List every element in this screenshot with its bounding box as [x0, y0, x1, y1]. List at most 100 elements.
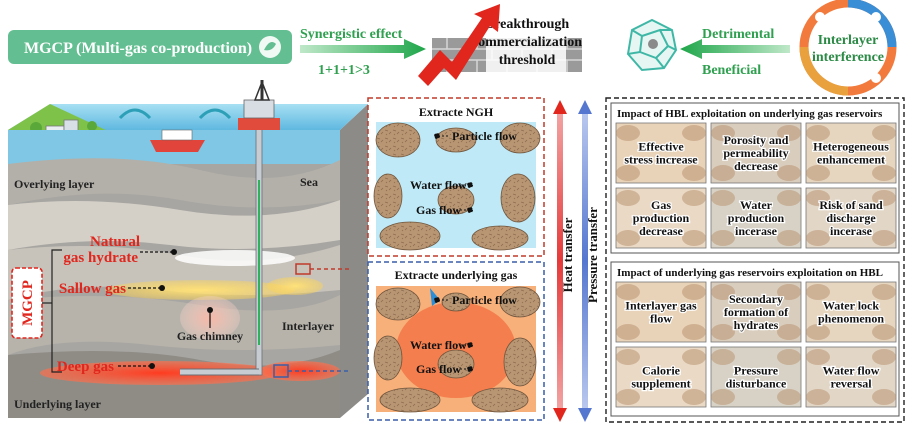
cell-grain [872, 190, 896, 206]
cell-grain [806, 389, 830, 405]
impact-top-title: Impact of HBL exploitation on underlying… [617, 108, 883, 120]
breakthrough-line1: Breakthrough [485, 17, 569, 32]
hbl-impact-cell-label: Water [740, 198, 773, 212]
sea-label: Sea [300, 175, 318, 189]
cell-grain [777, 190, 801, 206]
cell-grain [872, 165, 896, 181]
interference-arrow [680, 39, 790, 59]
cell-grain [616, 324, 640, 340]
cell-grain [777, 284, 801, 300]
cell-grain [682, 284, 706, 300]
impact-bottom-title: Impact of underlying gas reservoirs expl… [617, 267, 883, 279]
beneficial-label: Beneficial [702, 63, 761, 78]
ug-impact-cell-label: Water lock [823, 299, 879, 313]
ug-impact-cell-label: formation of [724, 305, 789, 319]
hbl-impact-cell-label: incerase [735, 224, 778, 238]
cell-grain [806, 165, 830, 181]
synergy-arrow [300, 39, 426, 59]
ug-panel-title: Extracte underlying gas [395, 268, 518, 282]
ngh-particle-flow: Particle flow [452, 129, 517, 143]
cell-grain [872, 230, 896, 246]
synergy-label: Synergistic effect [300, 27, 403, 42]
ug-impact-cell-label: Interlayer gas [625, 299, 697, 313]
cell-grain [616, 284, 640, 300]
cell-grain [872, 349, 896, 365]
brick-wall [432, 14, 582, 76]
cell-grain [711, 165, 735, 181]
interference-line2: interference [812, 50, 884, 65]
ngh-label-line2: gas hydrate [63, 250, 138, 266]
cell-grain [711, 324, 735, 340]
sallow-gas-label: Sallow gas [59, 281, 126, 297]
cell-grain [616, 389, 640, 405]
pressure-transfer-label: Pressure transfer [585, 207, 600, 303]
cell-grain [711, 230, 735, 246]
ug-impact-cell-label: supplement [631, 377, 690, 391]
hbl-impact-cell-label: discharge [826, 211, 876, 225]
cell-grain [682, 389, 706, 405]
cell-grain [872, 389, 896, 405]
cell-grain [872, 324, 896, 340]
ug-impact-cell-label: hydrates [734, 318, 779, 332]
cell-grain [777, 165, 801, 181]
cell-grain [777, 230, 801, 246]
ug-water-flow: Water flow [410, 338, 467, 352]
cell-grain [806, 349, 830, 365]
heat-transfer-arrow [553, 100, 567, 422]
hbl-impact-cell-label: Heterogeneous [813, 140, 889, 154]
cell-grain [616, 165, 640, 181]
geology-block [8, 79, 368, 418]
hbl-impact-cell-label: decrease [639, 224, 683, 238]
interference-ring [799, 0, 897, 96]
cell-grain [711, 125, 735, 141]
ug-particle-flow: Particle flow [452, 293, 517, 307]
hbl-impact-cell-label: production [633, 211, 690, 225]
ngh-gas-flow: Gas flow [416, 203, 461, 217]
cell-grain [711, 349, 735, 365]
mgcp-side-label: MGCP [20, 280, 36, 326]
ug-sand-grains [373, 286, 541, 413]
cell-grain [777, 389, 801, 405]
mgcp-box-label: MGCP (Multi-gas co-production) [24, 40, 252, 57]
cell-grain [682, 190, 706, 206]
ug-impact-cell-label: flow [650, 312, 672, 326]
hbl-impact-cell-label: incerase [830, 224, 873, 238]
ug-impact-cell-label: reversal [830, 377, 872, 391]
overlying-layer-label: Overlying layer [14, 177, 95, 191]
cell-grain [616, 230, 640, 246]
ug-gas-flow: Gas flow [416, 362, 461, 376]
ngh-label-line1: Natural [90, 234, 140, 250]
cell-grain [682, 324, 706, 340]
breakthrough-red-arrow [418, 4, 500, 86]
cell-grain [777, 349, 801, 365]
cell-grain [806, 230, 830, 246]
breakthrough-line3: threshold [499, 53, 556, 68]
hydrate-cage-icon [626, 18, 678, 72]
hbl-impact-cell-label: Effective [638, 140, 684, 154]
interlayer-label: Interlayer [282, 319, 335, 333]
ug-impact-cell-label: phenomenon [818, 312, 884, 326]
cell-grain [872, 125, 896, 141]
cell-grain [682, 230, 706, 246]
ug-impact-cell-label: Calorie [642, 364, 681, 378]
ngh-water-flow: Water flow [410, 178, 467, 192]
gas-chimney-label: Gas chimney [177, 329, 243, 343]
ug-impact-cell-label: Water flow [823, 364, 880, 378]
cell-grain [872, 284, 896, 300]
hbl-impact-cell-label: production [728, 211, 785, 225]
cell-grain [682, 165, 706, 181]
deep-gas-label: Deep gas [57, 359, 114, 375]
cell-grain [806, 190, 830, 206]
ngh-sand-grains [373, 122, 541, 251]
hbl-impact-cell-label: stress increase [624, 153, 698, 167]
flow-leaders [433, 132, 474, 373]
ug-impact-cell-label: Secondary [729, 292, 783, 306]
underlying-layer-label: Underlying layer [14, 397, 102, 411]
cell-grain [806, 284, 830, 300]
mgcp-box [8, 30, 292, 64]
hbl-impact-cell-label: Risk of sand [819, 198, 883, 212]
ngh-panel-title: Extracte NGH [419, 105, 494, 119]
cell-grain [777, 324, 801, 340]
